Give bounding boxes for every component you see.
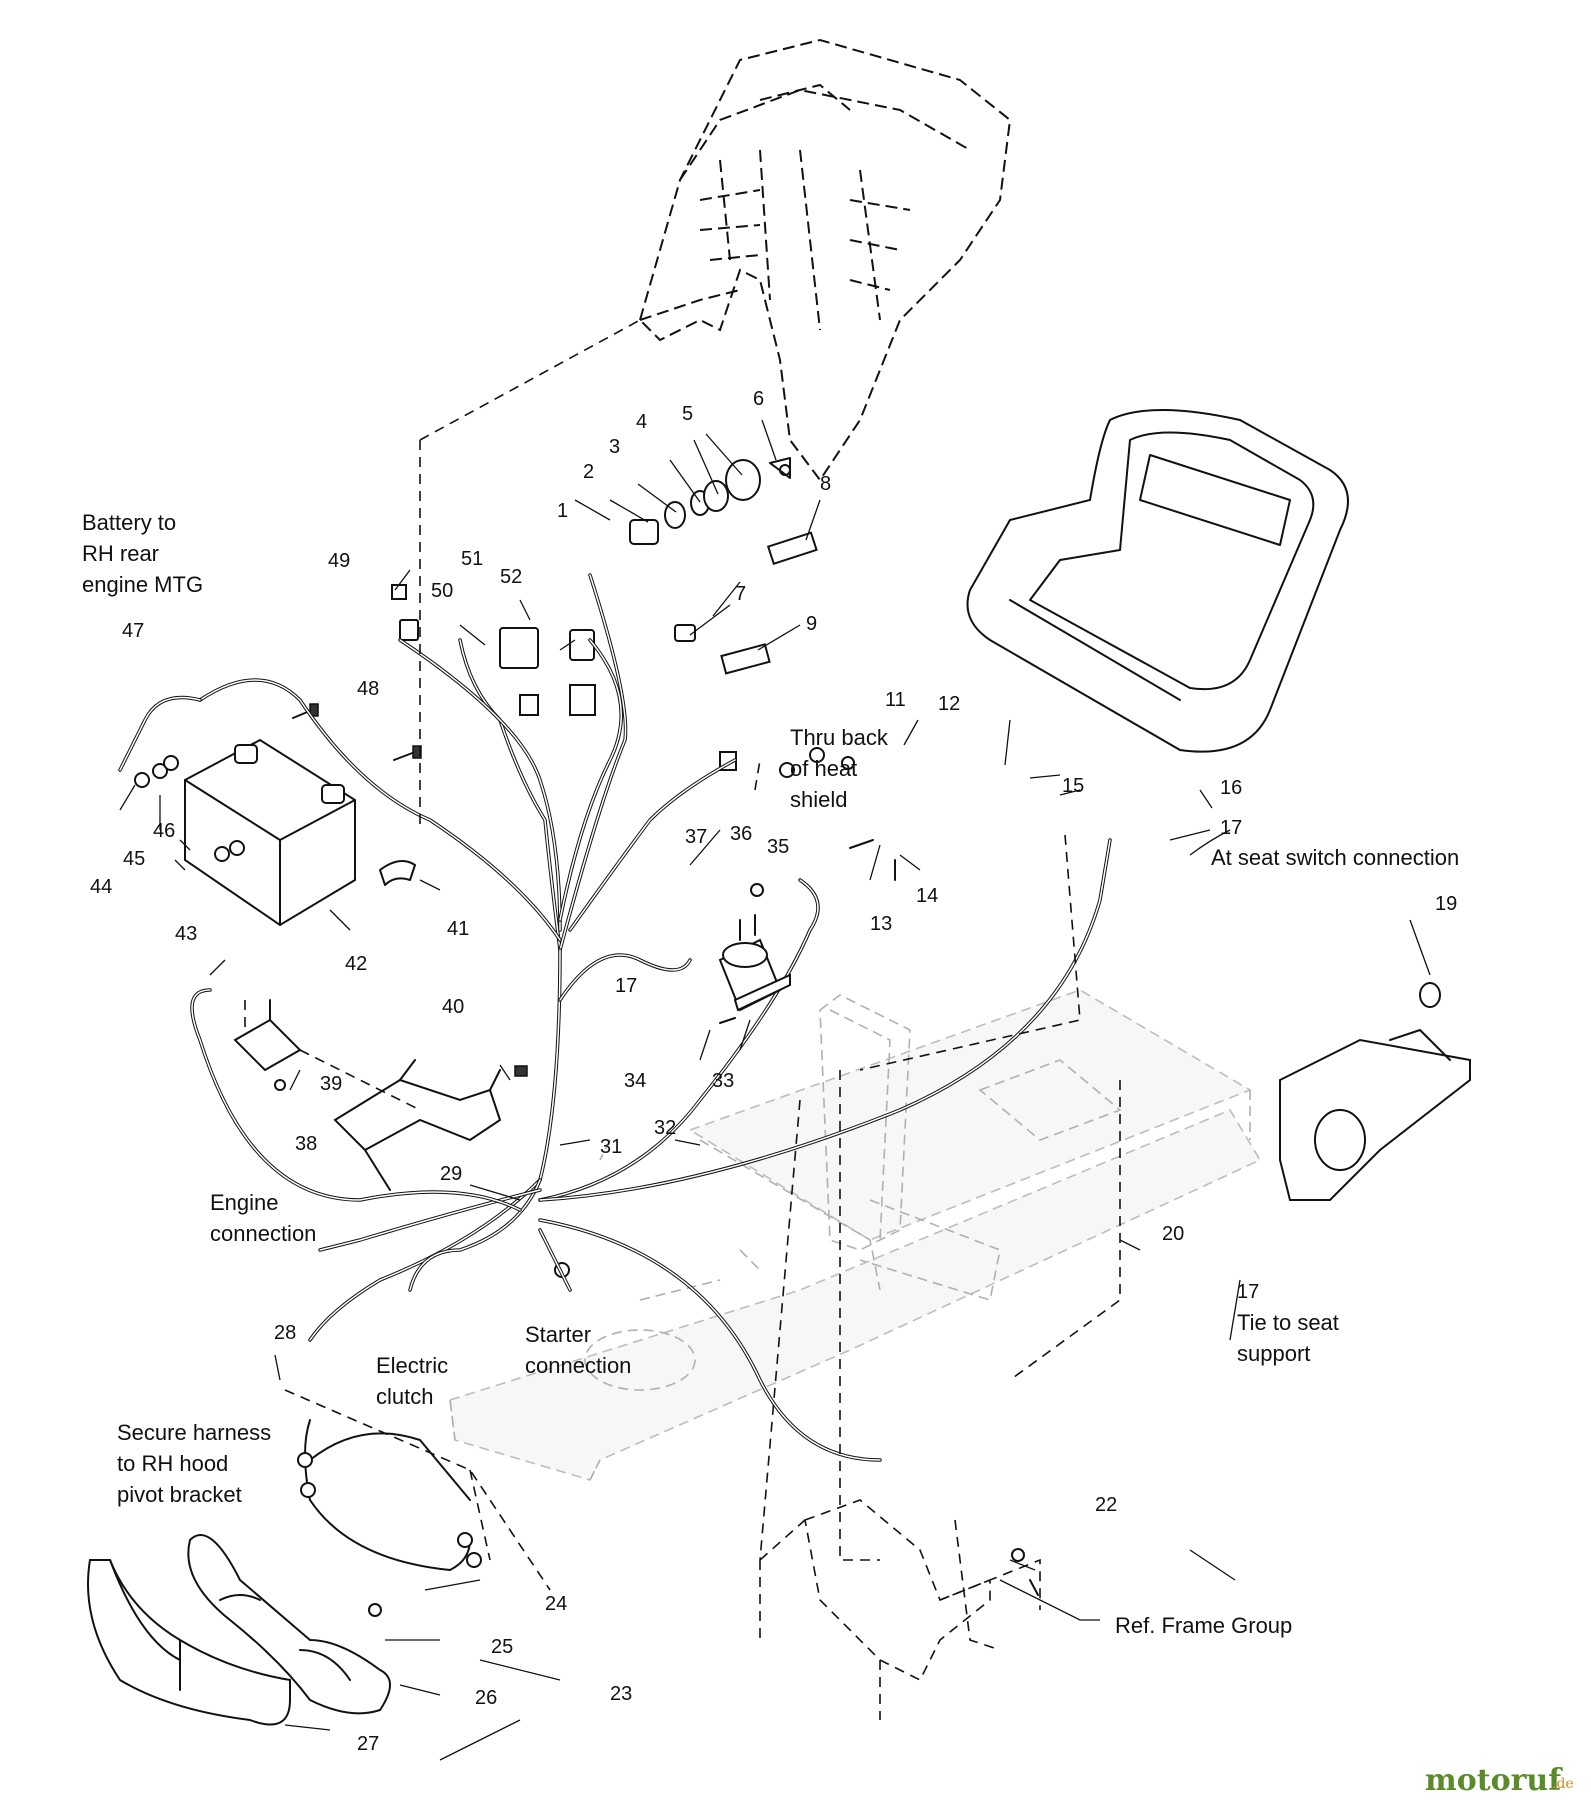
callout-labels: 1 2 3 4 5 6 7 8 9 11 12 13 14 15 16 17 1…: [90, 388, 1457, 1755]
callout-24: 24: [545, 1593, 567, 1615]
callout-28: 28: [274, 1322, 296, 1344]
rear-bracket: [759, 1499, 1041, 1720]
callout-47: 47: [122, 620, 144, 642]
leader-lines: [119, 419, 1431, 1761]
callout-40: 40: [442, 996, 464, 1018]
callout-45: 45: [123, 848, 145, 870]
callout-20: 20: [1162, 1223, 1184, 1245]
callout-7: 7: [735, 583, 746, 605]
callout-13: 13: [870, 913, 892, 935]
callout-49: 49: [328, 550, 350, 572]
note-battery-line-1: Battery to: [82, 510, 176, 535]
seat: [966, 409, 1349, 753]
callout-31: 31: [600, 1136, 622, 1158]
frame-ghost: [449, 989, 1262, 1481]
callout-42: 42: [345, 953, 367, 975]
note-starter-line-1: Starter: [525, 1322, 591, 1347]
headlight-assembly: [87, 1419, 482, 1726]
note-hood-line-1: Secure harness: [117, 1420, 271, 1445]
callout-12: 12: [938, 693, 960, 715]
watermark-brand: motoruf: [1425, 1763, 1563, 1798]
callout-27: 27: [357, 1733, 379, 1755]
watermark-suffix: .de: [1552, 1776, 1574, 1792]
battery: [184, 738, 356, 927]
callout-38: 38: [295, 1133, 317, 1155]
callout-4: 4: [636, 411, 647, 433]
callout-46: 46: [153, 820, 175, 842]
callout-32: 32: [654, 1117, 676, 1139]
note-engine-line-2: connection: [210, 1221, 316, 1246]
callout-50: 50: [431, 580, 453, 602]
annotations: Battery to RH rear engine MTG Thru back …: [82, 510, 1459, 1638]
callout-14: 14: [916, 885, 938, 907]
callout-34: 34: [624, 1070, 646, 1092]
hood-outline: [638, 38, 1012, 482]
callout-19: 19: [1435, 893, 1457, 915]
callout-22: 22: [1095, 1494, 1117, 1516]
wiring-harness: [118, 573, 1112, 1462]
callout-23: 23: [610, 1683, 632, 1705]
callout-17-seat-switch: 17: [1220, 817, 1242, 839]
mount-brackets: [233, 999, 502, 1191]
callout-41: 41: [447, 918, 469, 940]
callout-29: 29: [440, 1163, 462, 1185]
callout-44: 44: [90, 876, 112, 898]
callout-35: 35: [767, 836, 789, 858]
callout-17-seat-support: 17: [1237, 1281, 1259, 1303]
callout-17-harness: 17: [615, 975, 637, 997]
callout-8: 8: [820, 473, 831, 495]
callout-48: 48: [357, 678, 379, 700]
callout-2: 2: [583, 461, 594, 483]
callout-11: 11: [885, 689, 906, 711]
hardware: [134, 703, 1039, 1596]
seat-support: [1279, 982, 1471, 1201]
callout-39: 39: [320, 1073, 342, 1095]
note-hood-line-2: to RH hood: [117, 1451, 228, 1476]
callout-36: 36: [730, 823, 752, 845]
note-clutch-line-2: clutch: [376, 1384, 433, 1409]
note-seat-support-line-2: support: [1237, 1341, 1310, 1366]
note-frame-group: Ref. Frame Group: [1115, 1613, 1292, 1638]
callout-51: 51: [461, 548, 483, 570]
note-seat-support-line-1: Tie to seat: [1237, 1310, 1339, 1335]
note-battery-line-2: RH rear: [82, 541, 159, 566]
callout-1: 1: [557, 500, 568, 522]
callout-5: 5: [682, 403, 693, 425]
watermark: motoruf .de: [1425, 1763, 1574, 1798]
note-engine-line-1: Engine: [210, 1190, 279, 1215]
note-battery-line-3: engine MTG: [82, 572, 203, 597]
callout-33: 33: [712, 1070, 734, 1092]
callout-26: 26: [475, 1687, 497, 1709]
callout-16: 16: [1220, 777, 1242, 799]
callout-9: 9: [806, 613, 817, 635]
note-heat-shield-line-3: shield: [790, 787, 847, 812]
note-clutch-line-1: Electric: [376, 1353, 448, 1378]
guide-lines: [244, 319, 1121, 1651]
callout-37: 37: [685, 826, 707, 848]
callout-25: 25: [491, 1636, 513, 1658]
callout-43: 43: [175, 923, 197, 945]
note-heat-shield-line-1: Thru back: [790, 725, 889, 750]
callout-6: 6: [753, 388, 764, 410]
note-starter-line-2: connection: [525, 1353, 631, 1378]
callout-52: 52: [500, 566, 522, 588]
note-heat-shield-line-2: of heat: [790, 756, 857, 781]
note-seat-switch: At seat switch connection: [1211, 845, 1459, 870]
callout-3: 3: [609, 436, 620, 458]
callout-15: 15: [1062, 775, 1084, 797]
solenoid: [718, 914, 791, 1012]
ignition-switch-parts: [391, 457, 818, 771]
note-hood-line-3: pivot bracket: [117, 1482, 242, 1507]
